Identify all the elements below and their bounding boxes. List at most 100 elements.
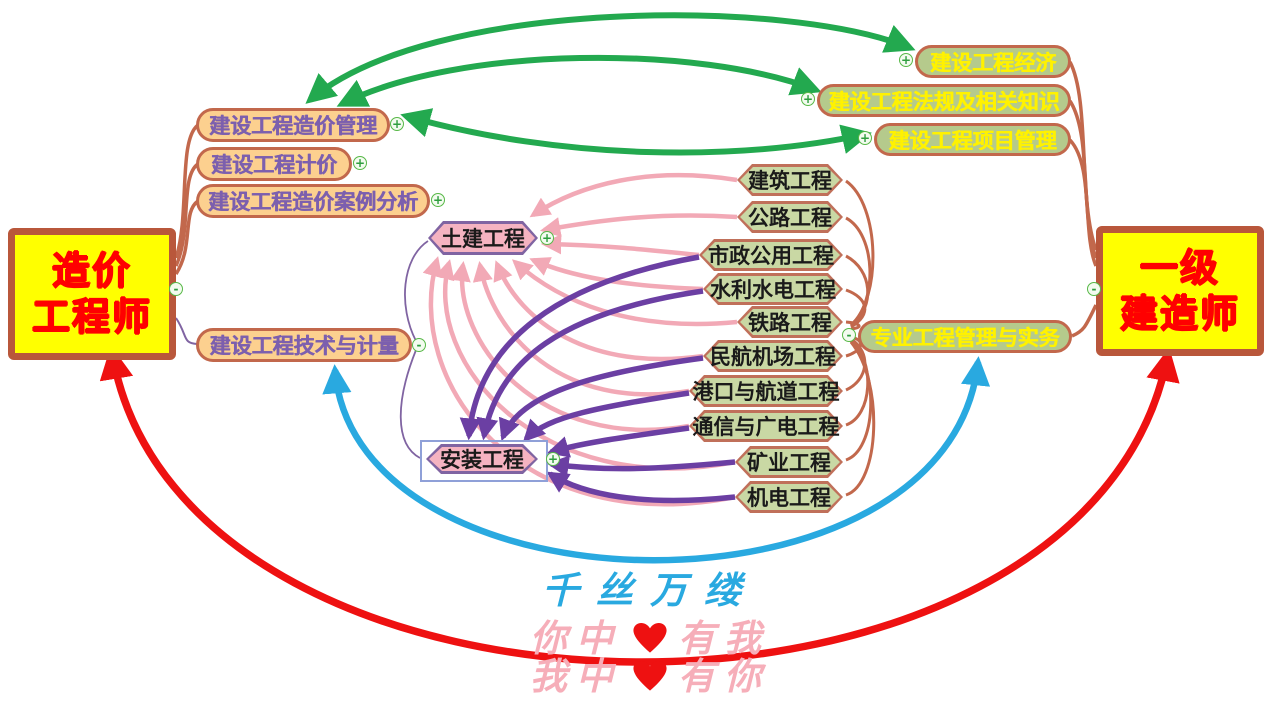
root-first-class-constructor[interactable]: 一级 建造师 (1096, 226, 1264, 356)
specialty-highway[interactable]: 公路工程 (737, 201, 843, 233)
pink-link (529, 173, 738, 218)
specialty-label: 公路工程 (748, 206, 832, 230)
branch-case-analysis[interactable]: 建设工程造价案例分析 (196, 184, 430, 218)
branch-construction-economy[interactable]: 建设工程经济 (915, 45, 1071, 78)
node-installation-engineering-label: 安装工程 (440, 448, 524, 472)
purple-link (476, 288, 704, 441)
connector (845, 320, 861, 331)
root-right-line1: 一级 (1139, 245, 1220, 290)
specialty-label: 通信与广电工程 (692, 415, 840, 439)
connector (845, 339, 873, 462)
specialty-label: 水利水电工程 (710, 278, 836, 302)
hex-fill (740, 309, 840, 335)
node-civil-engineering-expander[interactable]: + (540, 231, 554, 245)
caption-you-in-me-right: 有我 (678, 617, 770, 660)
caption-me-in-you-left: 我中 (530, 655, 622, 698)
specialty-label: 建筑工程 (748, 169, 832, 193)
specialty-port-waterway[interactable]: 港口与航道工程 (689, 375, 843, 407)
caption-you-in-me: 你中 有我 (520, 608, 780, 662)
branch-pricing[interactable]: 建设工程计价 (196, 147, 352, 181)
hex-fill (431, 224, 535, 252)
branch-cost-management-expander[interactable]: + (390, 117, 404, 131)
connector (845, 216, 872, 327)
branch-laws-regulations-expander[interactable]: + (801, 92, 815, 106)
root-right-line2: 建造师 (1119, 292, 1240, 336)
green-arrow-project-management (400, 108, 872, 156)
node-civil-engineering[interactable]: 土建工程 (428, 221, 538, 255)
caption-thousand-threads: 千丝万缕 (542, 569, 758, 612)
green-arrows (305, 12, 916, 156)
branch-professional-practice[interactable]: 专业工程管理与实务 (858, 320, 1072, 353)
connector (174, 199, 200, 275)
green-arrow-economy (305, 12, 916, 104)
connector (1068, 138, 1098, 267)
branch-case-analysis-expander[interactable]: + (431, 193, 445, 207)
specialty-building[interactable]: 建筑工程 (737, 164, 843, 196)
branch-project-management-expander[interactable]: + (858, 131, 872, 145)
connector (174, 162, 200, 267)
specialty-mechanical-electrical[interactable]: 机电工程 (735, 481, 843, 513)
caption-you-in-me-left: 你中 (530, 617, 622, 660)
connector (404, 240, 429, 342)
caption-me-in-you: 我中 有你 (520, 646, 780, 700)
connector (1071, 304, 1098, 338)
hex-fill (706, 276, 840, 302)
root-left-collapse-button[interactable]: - (169, 282, 183, 296)
purple-link (546, 425, 690, 458)
green-arrow-law (336, 54, 822, 107)
hex-fill (740, 204, 840, 230)
pink-link (540, 213, 738, 238)
pink-link (529, 257, 704, 292)
node-installation-engineering-expander[interactable]: + (546, 452, 560, 466)
pink-link (511, 259, 738, 327)
left-tree-connectors (174, 123, 200, 275)
specialty-label: 机电工程 (747, 486, 831, 510)
node-civil-engineering-label: 土建工程 (441, 227, 525, 251)
branch-professional-practice-expander[interactable]: - (842, 328, 856, 342)
branch-cost-management[interactable]: 建设工程造价管理 (196, 108, 390, 142)
caption-me-in-you-right: 有你 (678, 655, 770, 698)
branch-construction-economy-expander[interactable]: + (899, 53, 913, 67)
specialty-municipal[interactable]: 市政公用工程 (699, 239, 843, 271)
right-tree-connectors (1068, 61, 1098, 338)
specialty-railway[interactable]: 铁路工程 (737, 306, 843, 338)
heart-icon (633, 623, 667, 653)
hex-fill (740, 167, 840, 193)
root-right-collapse-button[interactable]: - (1087, 282, 1101, 296)
connector (399, 349, 421, 459)
red-arc-arrow (99, 345, 1180, 666)
purple-link (459, 254, 700, 441)
root-left-line1: 造价 (51, 248, 132, 293)
hex-fill (738, 484, 840, 510)
hex-fill (738, 449, 840, 475)
specialty-label: 民航机场工程 (710, 345, 836, 369)
specialty-label: 铁路工程 (748, 311, 832, 335)
connector (174, 123, 200, 259)
specialty-communication-broadcast[interactable]: 通信与广电工程 (689, 410, 843, 442)
specialty-water-conservancy[interactable]: 水利水电工程 (703, 273, 843, 305)
specialty-label: 矿业工程 (747, 451, 831, 475)
hex-fill (429, 447, 535, 471)
branch-laws-regulations[interactable]: 建设工程法规及相关知识 (817, 84, 1071, 117)
specialty-civil-aviation[interactable]: 民航机场工程 (703, 340, 843, 372)
blue-arc-arrow (322, 356, 991, 564)
purple-link (522, 390, 690, 443)
hex-fill (702, 242, 840, 268)
node-installation-engineering[interactable]: 安装工程 (426, 444, 538, 474)
purple-link (546, 455, 736, 478)
specialty-mining[interactable]: 矿业工程 (735, 446, 843, 478)
connector-technology-branch (175, 317, 198, 345)
specialty-label: 港口与航道工程 (692, 380, 840, 404)
heart-icon (633, 661, 667, 691)
branch-technology-measurement-expander[interactable]: - (412, 338, 426, 352)
branch-pricing-expander[interactable]: + (353, 156, 367, 170)
pink-link (540, 234, 700, 258)
root-left-line2: 工程师 (31, 295, 152, 339)
branch-technology-measurement[interactable]: 建设工程技术与计量 (196, 328, 412, 362)
root-cost-engineer[interactable]: 造价 工程师 (8, 228, 176, 360)
specialty-label: 市政公用工程 (708, 244, 834, 268)
branch-project-management[interactable]: 建设工程项目管理 (874, 123, 1071, 156)
connector (845, 254, 870, 328)
